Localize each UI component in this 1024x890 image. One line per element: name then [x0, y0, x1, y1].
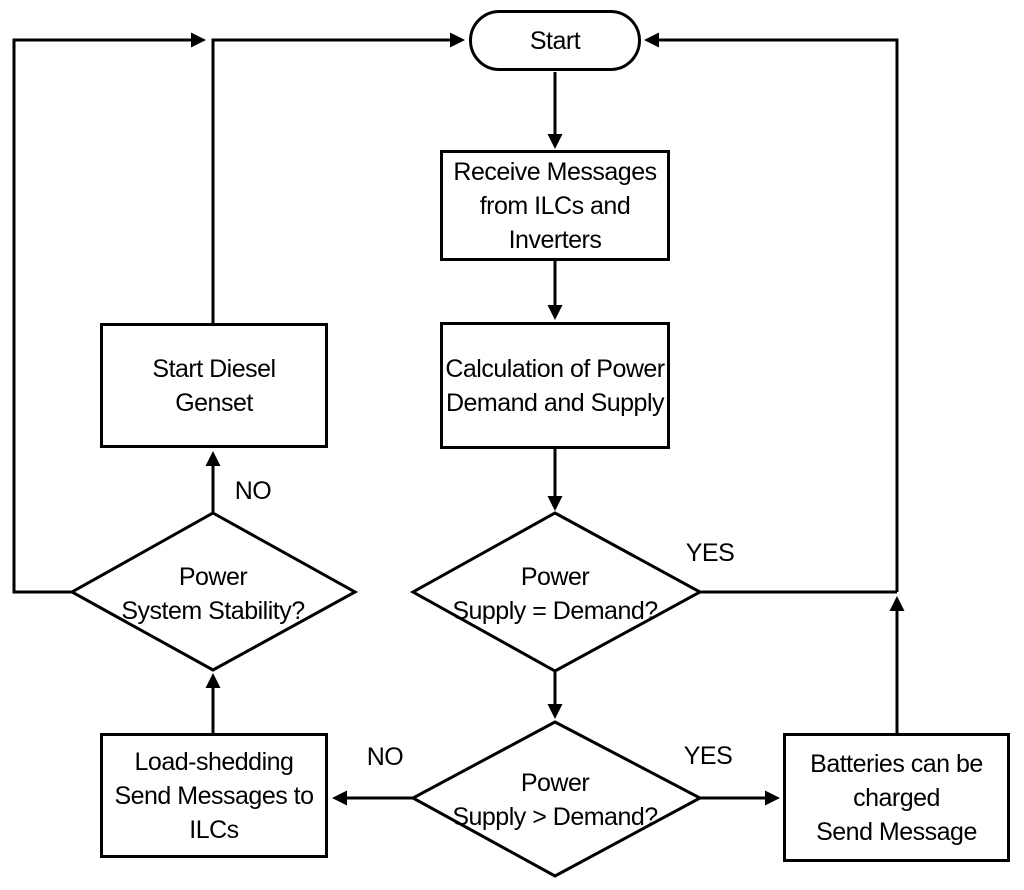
edge-diesel-up-to-start	[211, 32, 465, 323]
decision-supply-greater-demand-shape	[409, 720, 704, 878]
load-shedding-node: Load-shedding Send Messages to ILCs	[100, 733, 328, 858]
diesel-genset-node: Start Diesel Genset	[100, 323, 328, 448]
receive-messages-label: Receive Messages from ILCs and Inverters	[453, 157, 657, 254]
load-shedding-label: Load-shedding Send Messages to ILCs	[114, 747, 314, 844]
edge-label-stability-no: NO	[234, 477, 272, 505]
calculation-node: Calculation of Power Demand and Supply	[440, 322, 670, 449]
edge-label-greater-no: NO	[366, 743, 404, 771]
system-stability-label: Power System Stability?	[121, 563, 305, 625]
supply-greater-demand-label: Power Supply > Demand?	[452, 769, 658, 831]
start-node-label: Start	[529, 26, 581, 55]
decision-system-stability-shape	[68, 511, 359, 672]
edge-label-greater-yes: YES	[683, 742, 733, 770]
batteries-charged-label: Batteries can be charged Send Message	[810, 749, 983, 846]
edge-stability-left-loop-to-top	[12, 32, 206, 594]
batteries-charged-node: Batteries can be charged Send Message	[783, 733, 1010, 862]
receive-messages-node: Receive Messages from ILCs and Inverters	[440, 150, 670, 261]
edge-right-rail-to-start	[644, 32, 899, 592]
diesel-genset-label: Start Diesel Genset	[152, 354, 276, 417]
start-node: Start	[469, 10, 641, 71]
supply-equals-demand-label: Power Supply = Demand?	[452, 563, 658, 625]
edge-label-equals-yes: YES	[685, 539, 735, 567]
calculation-label: Calculation of Power Demand and Supply	[445, 354, 665, 417]
